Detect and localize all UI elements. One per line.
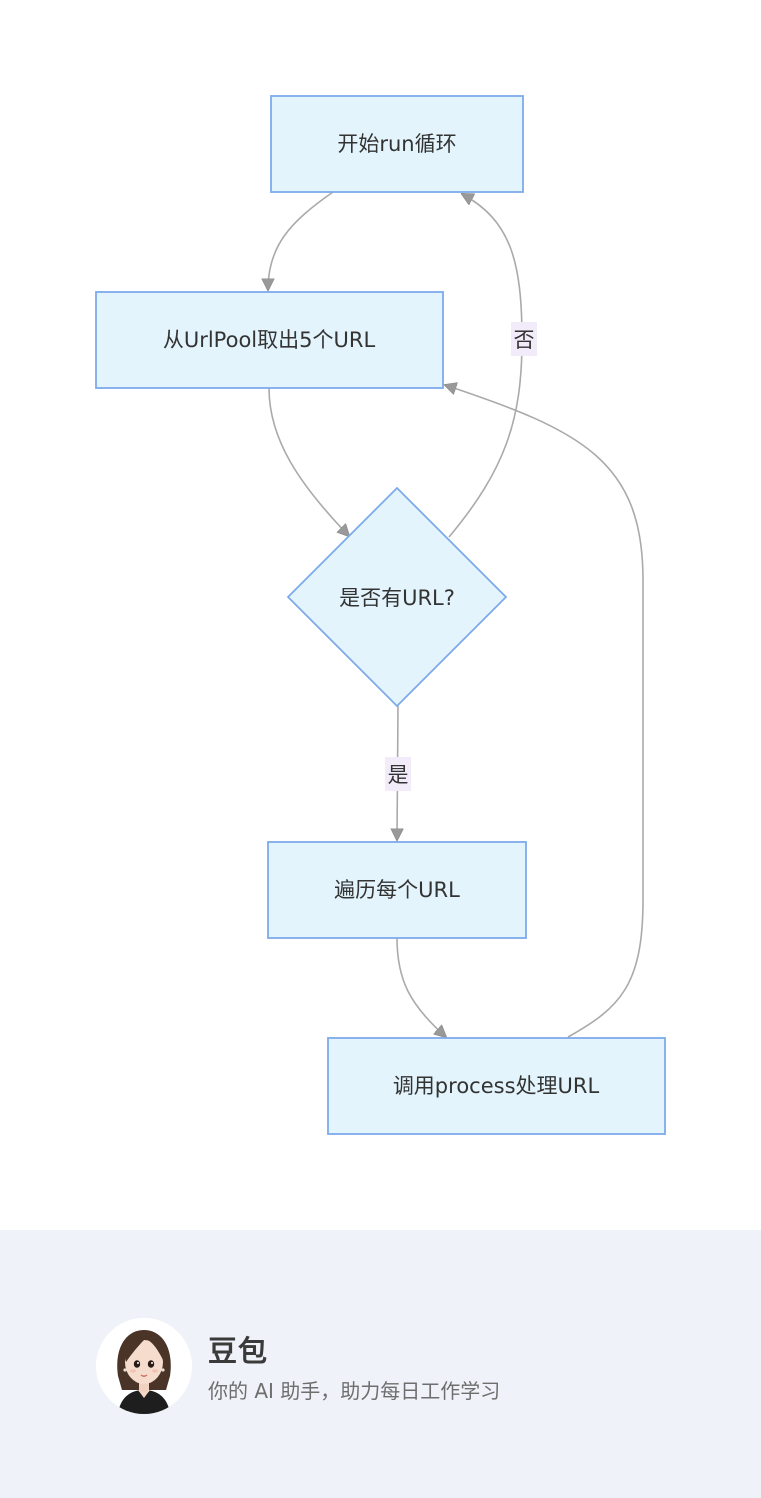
- avatar-icon: [96, 1318, 192, 1414]
- node-fetch-label: 从UrlPool取出5个URL: [163, 328, 376, 352]
- edge-label-yes: 是: [385, 757, 411, 791]
- footer-banner: 豆包 你的 AI 助手，助力每日工作学习: [0, 1230, 761, 1498]
- brand-tagline: 你的 AI 助手，助力每日工作学习: [208, 1379, 501, 1403]
- node-process: 调用process处理URL: [327, 1037, 666, 1135]
- edge-fetch-to-decision: [268, 387, 349, 536]
- edge-label-no-text: 否: [514, 328, 535, 352]
- edge-process-to-fetch: [445, 385, 644, 1038]
- node-iterate-label: 遍历每个URL: [334, 878, 460, 902]
- edge-label-yes-text: 是: [388, 763, 409, 787]
- node-iterate: 遍历每个URL: [267, 841, 527, 939]
- node-decision: 是否有URL?: [286, 486, 508, 708]
- node-start: 开始run循环: [270, 95, 524, 193]
- node-decision-label: 是否有URL?: [339, 586, 455, 610]
- edge-start-to-fetch: [268, 191, 334, 290]
- edge-iterate-to-process: [396, 937, 446, 1037]
- edge-label-no: 否: [511, 322, 537, 356]
- node-process-label: 调用process处理URL: [393, 1074, 600, 1098]
- node-fetch: 从UrlPool取出5个URL: [95, 291, 444, 389]
- flowchart: 否 是 开始run循环 从UrlPool取出5个URL 是否有URL? 遍历每个…: [95, 95, 666, 1135]
- edge-decision-to-start-no: [448, 194, 523, 538]
- assistant-avatar: [96, 1318, 192, 1414]
- brand-name: 豆包: [208, 1334, 269, 1368]
- node-start-label: 开始run循环: [337, 132, 456, 156]
